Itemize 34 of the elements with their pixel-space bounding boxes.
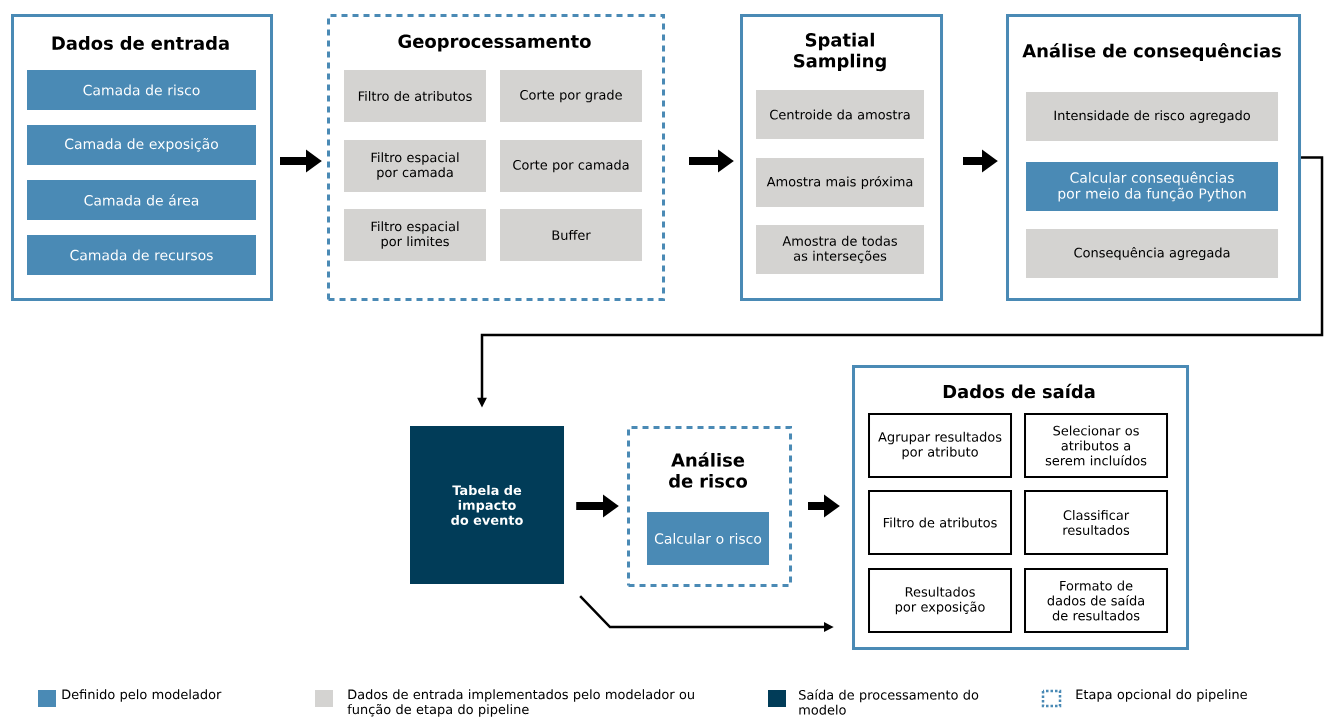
legend-label: Definido pelo modelador <box>62 689 222 702</box>
output-option-box: Classificar resultados <box>1024 490 1168 555</box>
process-box: Filtro espacial por camada <box>344 140 486 192</box>
process-box: Filtro de atributos <box>344 70 486 122</box>
output-option-box: Selecionar os atributos a serem incluídos <box>1024 413 1168 478</box>
output-box: Tabela de impacto do evento <box>410 426 564 584</box>
process-box: Filtro espacial por limites <box>344 209 486 261</box>
process-box: Camada de exposição <box>27 125 256 165</box>
panel-heading: Análise de consequências <box>1022 42 1281 62</box>
process-box: Calcular o risco <box>647 512 769 565</box>
process-box: Buffer <box>500 209 642 261</box>
process-box: Amostra de todas as interseções <box>756 225 924 274</box>
output-option-box: Resultados por exposição <box>868 568 1012 633</box>
legend-label: Etapa opcional do pipeline <box>1076 689 1247 702</box>
process-box: Intensidade de risco agregado <box>1026 92 1278 141</box>
process-box: Camada de recursos <box>27 235 256 275</box>
process-box: Centroide da amostra <box>756 90 924 139</box>
panel-heading: Geoprocessamento <box>398 34 591 52</box>
panel-heading: Spatial Sampling <box>794 32 886 72</box>
panel-heading: Dados de saída <box>943 383 1095 399</box>
legend-label: Saída de processamento do modelo <box>799 689 979 715</box>
process-box: Camada de risco <box>27 70 256 110</box>
process-box: Camada de área <box>27 180 256 220</box>
output-option-box: Formato de dados de saída de resultados <box>1024 568 1168 633</box>
panel-heading: Análise de risco <box>669 452 748 488</box>
process-box: Consequência agregada <box>1026 229 1278 278</box>
panel-heading: Dados de entrada <box>52 36 229 50</box>
legend-label: Dados de entrada implementados pelo modelador ou função de etapa do pipeline <box>347 689 694 717</box>
process-box: Calcular consequências por meio da função Python <box>1026 162 1278 211</box>
output-option-box: Agrupar resultados por atributo <box>868 413 1012 478</box>
process-box: Corte por grade <box>500 70 642 122</box>
process-box: Amostra mais próxima <box>756 158 924 207</box>
output-option-box: Filtro de atributos <box>868 490 1012 555</box>
process-box: Corte por camada <box>500 140 642 192</box>
